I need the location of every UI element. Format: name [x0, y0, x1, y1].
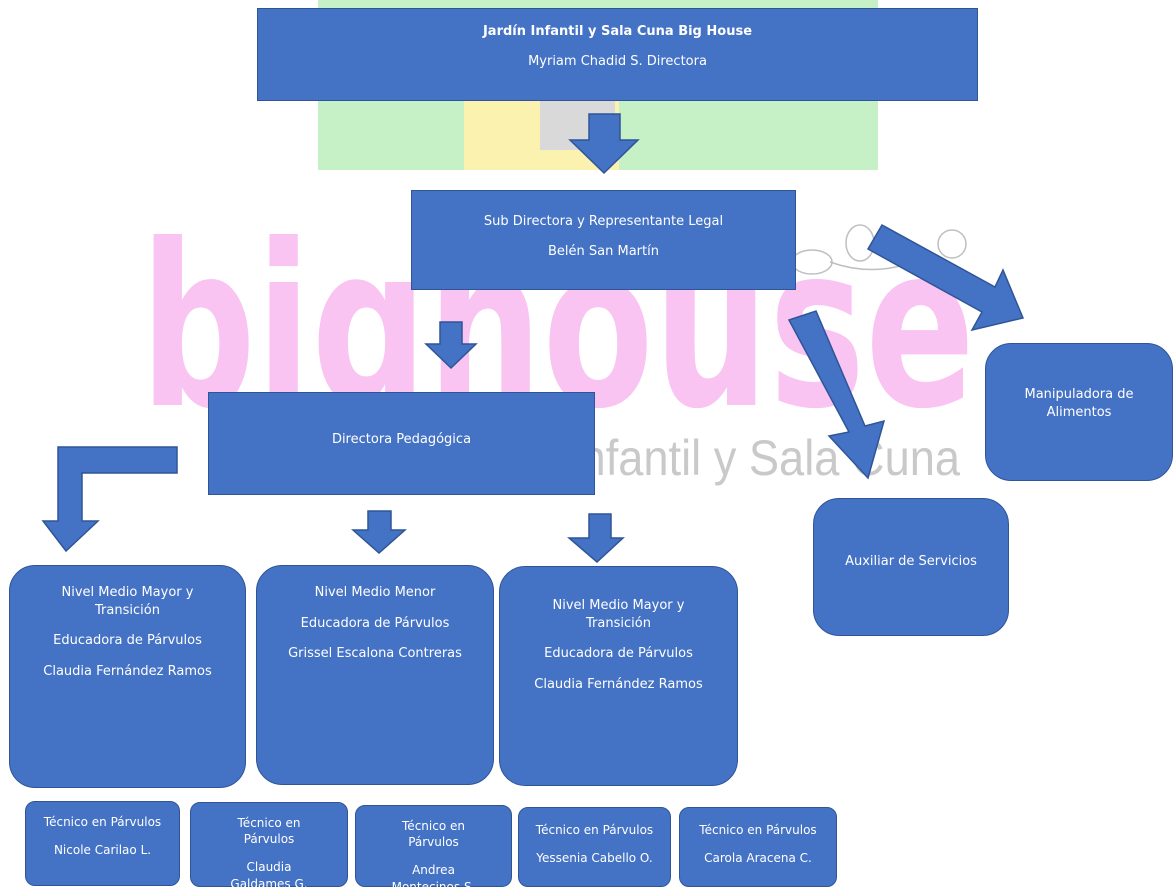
level-title: Nivel Medio Mayor y Transición	[61, 585, 194, 618]
technician-box: Técnico en Párvulos Andrea Montecinos S.	[355, 805, 512, 894]
arrow-to-level-middle	[351, 510, 407, 555]
technician-box: Técnico en Párvulos Yessenia Cabello O.	[518, 807, 671, 887]
arrow-director-to-subdirector	[568, 113, 640, 175]
technician-role: Técnico en Párvulos	[237, 816, 301, 847]
director-title: Jardín Infantil y Sala Cuna Big House	[482, 24, 753, 39]
pedagogical-director-title: Directora Pedagógica	[331, 432, 472, 447]
subdirector-name: Belén San Martín	[548, 243, 659, 259]
technician-name: Nicole Carilao L.	[53, 843, 152, 858]
food-handler-title: Manipuladora de Alimentos	[1024, 387, 1134, 420]
level-box: Nivel Medio Mayor y Transición Educadora…	[499, 566, 738, 786]
technician-role: Técnico en Párvulos	[43, 815, 162, 829]
arrow-subdirector-to-pedagogical	[424, 321, 478, 370]
technician-box: Técnico en Párvulos Nicole Carilao L.	[25, 801, 180, 886]
technician-box: Técnico en Párvulos Claudia Galdames G.	[190, 802, 348, 891]
level-role: Educadora de Párvulos	[300, 615, 450, 631]
technician-name: Andrea Montecinos S.	[391, 863, 476, 894]
arrow-subdirector-to-services	[787, 310, 886, 480]
director-box: Jardín Infantil y Sala Cuna Big House My…	[257, 8, 978, 101]
arrow-to-level-left	[41, 446, 178, 553]
level-teacher-name: Claudia Fernández Ramos	[534, 676, 703, 692]
arrow-subdirector-to-food	[866, 223, 1025, 332]
arrow-to-level-right	[566, 513, 625, 564]
technician-role: Técnico en Párvulos	[699, 823, 817, 837]
director-name: Myriam Chadid S. Directora	[528, 53, 707, 69]
pedagogical-director-box: Directora Pedagógica	[208, 392, 595, 495]
level-title: Nivel Medio Mayor y Transición	[552, 598, 685, 631]
technician-box: Técnico en Párvulos Carola Aracena C.	[679, 807, 837, 887]
level-title: Nivel Medio Menor	[314, 585, 436, 600]
technician-name: Claudia Galdames G.	[230, 860, 308, 891]
technician-role: Técnico en Párvulos	[535, 823, 654, 837]
subdirector-box: Sub Directora y Representante Legal Belé…	[411, 190, 796, 290]
technician-name: Carola Aracena C.	[704, 851, 812, 866]
level-role: Educadora de Párvulos	[53, 633, 202, 649]
subdirector-title: Sub Directora y Representante Legal	[483, 214, 724, 229]
level-box: Nivel Medio Mayor y Transición Educadora…	[9, 565, 246, 788]
level-role: Educadora de Párvulos	[544, 646, 693, 662]
watermark-subtitle: Infantil y Sala Cuna	[568, 430, 960, 486]
level-box: Nivel Medio Menor Educadora de Párvulos …	[256, 565, 494, 785]
level-teacher-name: Grissel Escalona Contreras	[288, 646, 462, 662]
technician-name: Yessenia Cabello O.	[536, 851, 653, 866]
services-assistant-box: Auxiliar de Servicios	[813, 498, 1009, 636]
services-assistant-title: Auxiliar de Servicios	[845, 554, 977, 569]
food-handler-box: Manipuladora de Alimentos	[985, 343, 1173, 481]
technician-role: Técnico en Párvulos	[402, 819, 465, 850]
level-teacher-name: Claudia Fernández Ramos	[43, 663, 212, 679]
